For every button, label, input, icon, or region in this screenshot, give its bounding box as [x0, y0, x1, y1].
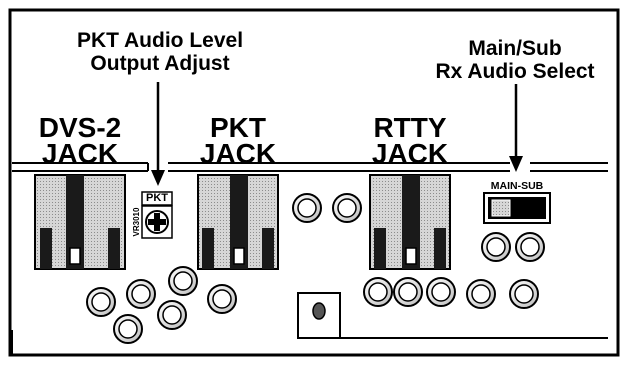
pkt-jack [197, 174, 279, 270]
rtty-jack-label-line2: JACK [371, 138, 449, 169]
mounting-hole-inner [471, 284, 491, 304]
connector-block [297, 292, 608, 339]
mounting-hole-inner [398, 282, 418, 302]
callout-pkt-audio-line2: Output Adjust [90, 52, 230, 75]
mounting-hole-inner [162, 305, 182, 325]
switch-label: MAIN-SUB [490, 180, 544, 192]
callout-main-sub-line2: Rx Audio Select [435, 60, 595, 83]
mounting-holes [86, 193, 545, 344]
mounting-hole-inner [173, 271, 193, 291]
callout-main-sub-line1: Main/Sub [468, 37, 562, 60]
mounting-hole-inner [118, 319, 138, 339]
mounting-hole-inner [514, 284, 534, 304]
mounting-hole-inner [431, 282, 451, 302]
callout-arrows [151, 82, 523, 186]
mounting-hole-inner [520, 237, 540, 257]
panel-edge-lines [12, 162, 608, 172]
pkt-jack-label-line1: PKT [210, 112, 266, 143]
main-sub-switch [483, 192, 551, 224]
mounting-hole-inner [368, 282, 388, 302]
trimmer-label: PKT [146, 192, 168, 204]
pkt-trimmer [141, 191, 173, 239]
mounting-hole-inner [212, 289, 232, 309]
mounting-hole-inner [131, 284, 151, 304]
rtty-jack-label-line1: RTTY [373, 112, 447, 143]
dvs2-jack-label-line2: JACK [41, 138, 119, 169]
mounting-hole-inner [486, 237, 506, 257]
callout-pkt-audio-line1: PKT Audio Level [76, 29, 244, 52]
rtty-jack [369, 174, 451, 270]
trimmer-designator: VR3010 [132, 207, 141, 237]
mounting-hole-inner [337, 198, 357, 218]
dvs2-jack [34, 174, 126, 270]
mounting-hole-inner [91, 292, 111, 312]
mounting-hole-inner [297, 198, 317, 218]
dvs2-jack-label-line1: DVS-2 [38, 112, 122, 143]
pkt-jack-label-line2: JACK [199, 138, 277, 169]
